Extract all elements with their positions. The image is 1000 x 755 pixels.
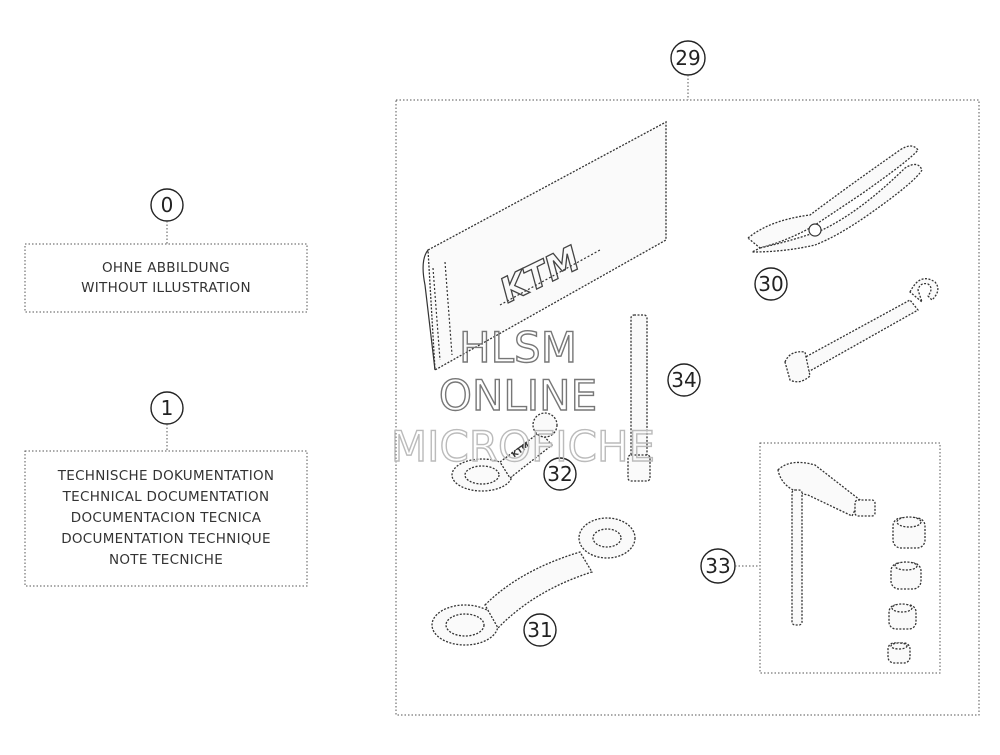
socket-3[interactable] — [888, 603, 917, 630]
callout-34-number: 34 — [671, 368, 696, 392]
socket-set-frame — [759, 442, 941, 674]
large-ring-wrench[interactable] — [431, 517, 636, 646]
callout-30[interactable]: 30 — [754, 267, 788, 301]
tool-kit-frame — [395, 99, 980, 716]
label-box-1-line3: DOCUMENTACION TECNICA — [71, 510, 262, 526]
label-box-1-line4: DOCUMENTATION TECHNIQUE — [61, 531, 271, 547]
callout-34[interactable]: 34 — [667, 363, 701, 397]
callout-32-number: 32 — [547, 462, 572, 486]
extension-bar[interactable] — [627, 314, 651, 482]
callout-1[interactable]: 1 — [150, 391, 184, 425]
watermark-line1: HLSM — [459, 323, 577, 372]
callout-30-number: 30 — [758, 272, 783, 296]
socket-2[interactable] — [890, 561, 922, 590]
label-box-0-line2: WITHOUT ILLUSTRATION — [81, 280, 251, 296]
callout-33[interactable]: 33 — [700, 548, 736, 584]
small-ring-wrench[interactable]: KTM — [451, 412, 558, 492]
label-box-0 — [24, 243, 308, 313]
pliers[interactable] — [746, 145, 923, 253]
label-box-1-line5: NOTE TECNICHE — [109, 552, 223, 568]
callout-33-number: 33 — [705, 554, 730, 578]
watermark: HLSM ONLINE MICROFICHE — [390, 322, 656, 471]
callout-29[interactable]: 29 — [670, 40, 706, 76]
socket-1[interactable] — [892, 516, 926, 549]
callout-0-number: 0 — [161, 193, 174, 217]
callout-31[interactable]: 31 — [523, 613, 557, 647]
callout-0[interactable]: 0 — [150, 188, 184, 222]
watermark-line3: MICROFICHE — [391, 422, 655, 471]
label-box-0-line1: OHNE ABBILDUNG — [102, 260, 230, 276]
callout-1-number: 1 — [161, 396, 174, 420]
tool-bag[interactable]: KTM — [422, 120, 667, 372]
label-box-1 — [24, 450, 308, 587]
callout-31-number: 31 — [527, 618, 552, 642]
label-box-1-line1: TECHNISCHE DOKUMENTATION — [57, 468, 275, 484]
watermark-line2: ONLINE — [439, 371, 597, 420]
callout-32[interactable]: 32 — [543, 457, 577, 491]
open-end-wrench[interactable] — [784, 278, 939, 383]
socket-4[interactable] — [887, 642, 911, 664]
callout-29-number: 29 — [675, 46, 700, 70]
label-box-1-line2: TECHNICAL DOCUMENTATION — [62, 489, 270, 505]
t-handle[interactable] — [777, 461, 876, 626]
